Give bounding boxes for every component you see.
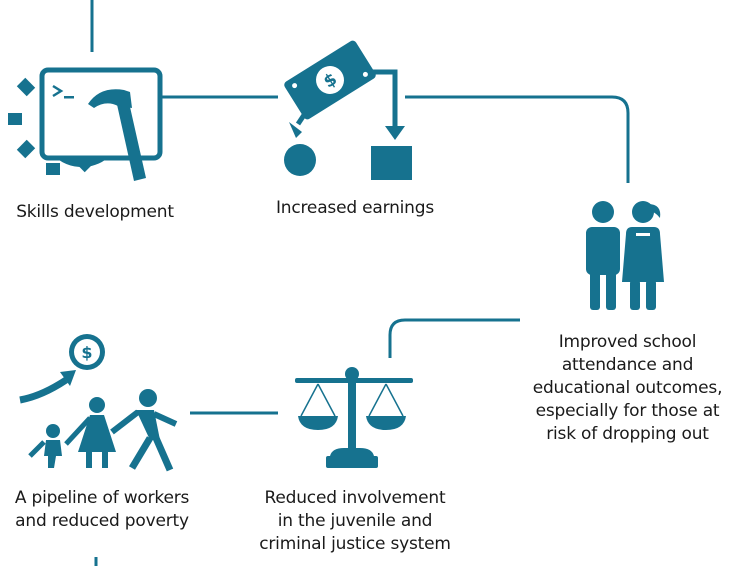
label-line: especially for those at bbox=[535, 401, 720, 421]
label-line: A pipeline of workers bbox=[14, 488, 190, 508]
label-increased-earnings: Increased earnings bbox=[275, 198, 435, 218]
label-reduced-involvement: Reduced involvement in the juvenile and … bbox=[245, 487, 465, 556]
svg-text:$: $ bbox=[81, 343, 92, 362]
connector-earnings-school bbox=[405, 95, 630, 183]
students-icon bbox=[586, 201, 664, 310]
label-pipeline-workers: A pipeline of workers and reduced povert… bbox=[0, 487, 204, 533]
gear-screen-hammer-icon bbox=[8, 67, 163, 181]
label-line: educational outcomes, bbox=[532, 378, 723, 398]
connector-lines bbox=[90, 0, 630, 566]
connector-school-justice bbox=[388, 318, 520, 358]
label-line: attendance and bbox=[561, 355, 694, 375]
label-school-outcomes: Improved school attendance and education… bbox=[505, 331, 745, 446]
family-coin-icon: $ bbox=[19, 334, 178, 472]
label-line: Improved school bbox=[558, 332, 697, 352]
label-skills-development: Skills development bbox=[16, 202, 174, 222]
label-line: risk of dropping out bbox=[546, 424, 709, 444]
label-line: and reduced poverty bbox=[15, 511, 189, 531]
label-line: Reduced involvement bbox=[264, 488, 446, 508]
money-split-icon: $ bbox=[284, 40, 412, 180]
label-line: criminal justice system bbox=[259, 534, 451, 554]
label-line: in the juvenile and bbox=[277, 511, 433, 531]
scales-icon bbox=[295, 367, 413, 468]
